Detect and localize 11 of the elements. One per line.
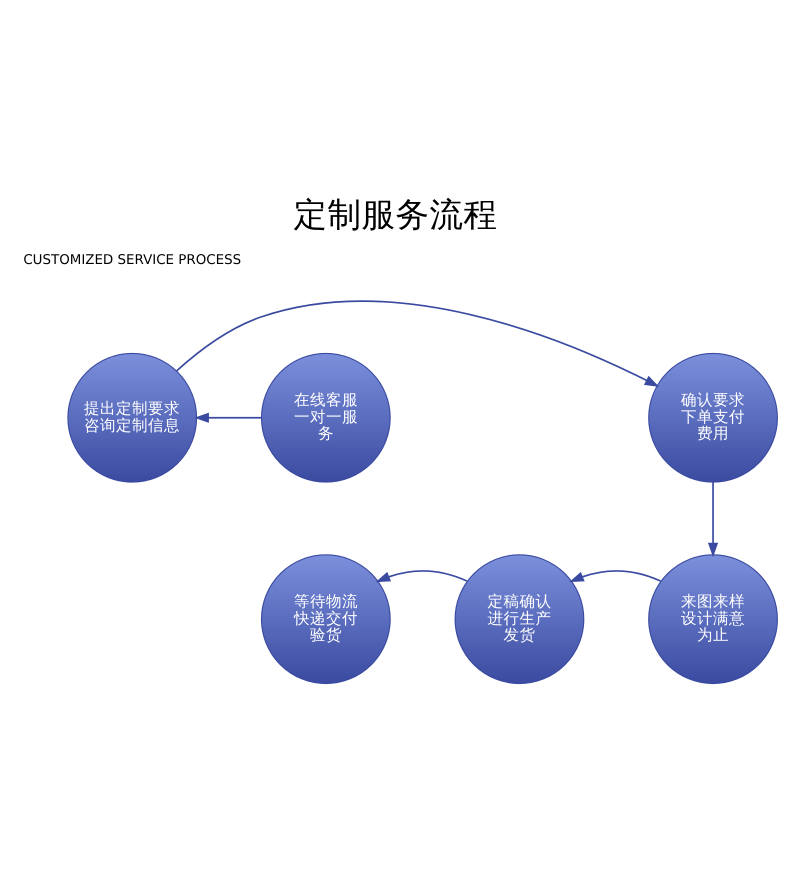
label: CUSTOMIZED SERVICE PROCESS bbox=[22, 252, 241, 268]
node-circle: 提出定制要求咨询定制信息 bbox=[66, 352, 197, 483]
arrow bbox=[175, 300, 659, 387]
arrow bbox=[707, 482, 718, 558]
arrow bbox=[375, 570, 467, 582]
node-circle: 确认要求下单支付费用 bbox=[648, 352, 778, 483]
arrow bbox=[568, 570, 660, 582]
node-circle: 在线客服一对一服务 bbox=[260, 352, 390, 483]
diagram-title: 定制服务流程 bbox=[293, 194, 497, 234]
arrow bbox=[194, 412, 261, 423]
node-circle: 来图来样设计满意为止 bbox=[648, 554, 778, 684]
